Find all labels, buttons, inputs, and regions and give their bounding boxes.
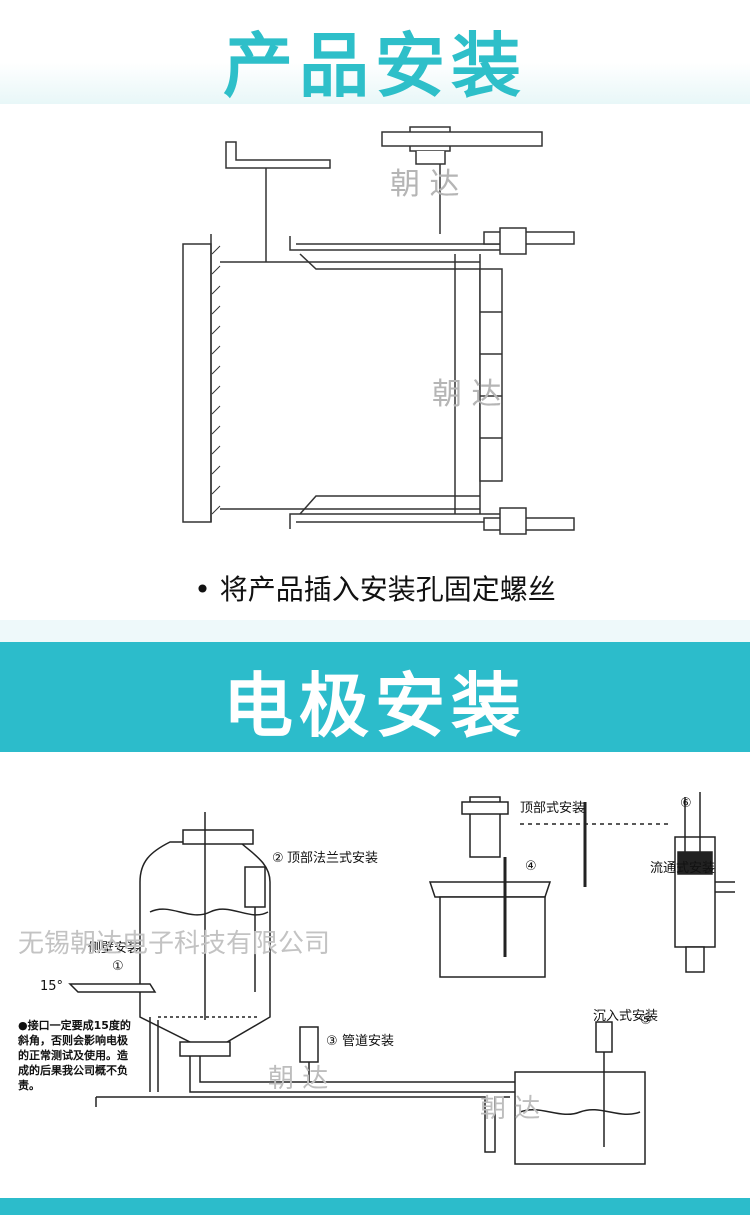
marker-5: ⑤	[640, 1013, 652, 1028]
label-pipe: 管道安装	[342, 1034, 394, 1049]
section-title-product-install: 产品安装	[223, 25, 527, 107]
marker-6: ⑥	[680, 796, 692, 811]
marker-2: ②	[272, 851, 284, 866]
label-top-flange: 顶部法兰式安装	[287, 851, 378, 866]
watermark-text: 朝 达	[268, 1064, 328, 1094]
watermark-text: 朝 达	[480, 1094, 540, 1124]
marker-1: ①	[112, 959, 124, 974]
label-immersion: 沉入式安装	[593, 1009, 658, 1024]
label-flow: 流通式安装	[650, 861, 715, 876]
marker-3: ③	[326, 1034, 338, 1049]
watermark-text: 朝 达	[390, 167, 460, 202]
watermark-text: 朝 达	[432, 377, 502, 412]
warning-note: ●接口一定要成15度的斜角，否则会影响电极的正常测试及使用。造成的后果我公司概不…	[18, 1019, 131, 1092]
marker-4: ④	[525, 859, 537, 874]
electrode-install-diagram: 侧壁安装 ① 15° ② 顶部法兰式安装 ③ 管道安装 顶部式安装 ④ ⑤ 沉入…	[18, 792, 735, 1165]
label-side-wall: 侧壁安装	[88, 941, 140, 956]
section-title-electrode-install: 电极安装	[223, 665, 527, 747]
panel-install-diagram: 朝 达 朝 达	[182, 126, 575, 535]
watermark-company: 无锡朝达电子科技有限公司	[18, 929, 330, 959]
section-header-product-install: 产品安装	[0, 0, 750, 107]
section-header-electrode-install	[0, 642, 750, 752]
header-band	[0, 0, 750, 104]
section-divider	[0, 620, 750, 642]
install-caption: • 将产品插入安装孔固定螺丝	[194, 573, 556, 606]
bottom-bar	[0, 1198, 750, 1215]
label-angle: 15°	[40, 979, 63, 994]
label-top: 顶部式安装	[520, 801, 585, 816]
